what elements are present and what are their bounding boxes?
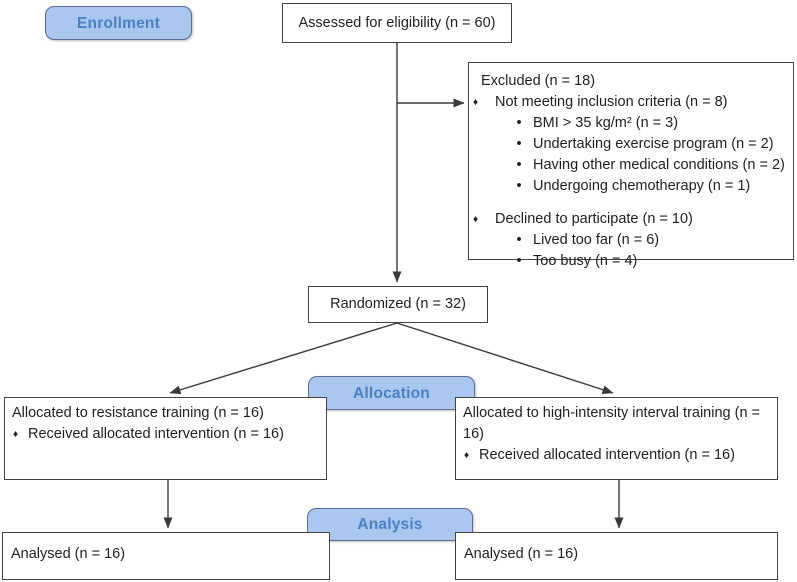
dot-bullet-icon: • xyxy=(516,115,522,131)
excluded-reason-text: Not meeting inclusion criteria (n = 8) xyxy=(495,94,728,110)
excluded-title: Excluded (n = 18) xyxy=(481,73,596,89)
excluded-reason: ♦ Declined to participate (n = 10) xyxy=(469,209,787,230)
assessed-text: Assessed for eligibility (n = 60) xyxy=(298,14,496,31)
diamond-bullet-icon: ♦ xyxy=(473,97,479,108)
excluded-sub-reason: • Undergoing chemotherapy (n = 1) xyxy=(469,176,787,197)
analysed-left-text: Analysed (n = 16) xyxy=(11,546,126,562)
dot-bullet-icon: • xyxy=(516,232,522,248)
excluded-sub-reason-text: Undertaking exercise program (n = 2) xyxy=(533,136,774,152)
excluded-sub-reason: • Too busy (n = 4) xyxy=(469,251,787,272)
excluded-sub-reason-text: Too busy (n = 4) xyxy=(533,253,638,269)
assessed-box: Assessed for eligibility (n = 60) xyxy=(282,3,512,43)
analysed-right-text: Analysed (n = 16) xyxy=(464,546,579,562)
excluded-sub-reason: • BMI > 35 kg/m² (n = 3) xyxy=(469,113,787,134)
stage-badge-enrollment: Enrollment xyxy=(45,6,192,40)
arrow-randomized-to-left-allocation xyxy=(169,322,398,395)
stage-badge-analysis: Analysis xyxy=(307,508,473,541)
dot-bullet-icon: • xyxy=(516,253,522,269)
allocation-left-box: Allocated to resistance training (n = 16… xyxy=(4,397,327,480)
excluded-reason: ♦ Not meeting inclusion criteria (n = 8) xyxy=(469,92,787,113)
allocation-left-title: Allocated to resistance training (n = 16… xyxy=(12,405,264,421)
allocation-right-box: Allocated to high-intensity interval tra… xyxy=(455,397,778,480)
diamond-bullet-icon: ♦ xyxy=(464,450,470,461)
arrow-randomized-to-right-allocation xyxy=(396,322,614,395)
stage-badge-analysis-label: Analysis xyxy=(357,516,423,533)
excluded-sub-reason: • Having other medical conditions (n = 2… xyxy=(469,155,787,176)
excluded-box: Excluded (n = 18) ♦ Not meeting inclusio… xyxy=(468,62,794,269)
dot-bullet-icon: • xyxy=(516,136,522,152)
excluded-reason-text: Declined to participate (n = 10) xyxy=(495,211,693,227)
dot-bullet-icon: • xyxy=(516,178,522,194)
analysed-left-box: Analysed (n = 16) xyxy=(2,532,330,580)
allocation-left-detail: ♦ Received allocated intervention (n = 1… xyxy=(12,424,323,445)
diamond-bullet-icon: ♦ xyxy=(473,214,479,225)
excluded-sub-reason: • Undertaking exercise program (n = 2) xyxy=(469,134,787,155)
randomized-box: Randomized (n = 32) xyxy=(308,286,488,323)
allocation-left-detail-text: Received allocated intervention (n = 16) xyxy=(28,426,284,442)
excluded-sub-reason-text: BMI > 35 kg/m² (n = 3) xyxy=(533,115,679,131)
diamond-bullet-icon: ♦ xyxy=(13,429,19,440)
analysed-right-box: Analysed (n = 16) xyxy=(455,532,778,580)
allocation-right-title: Allocated to high-intensity interval tra… xyxy=(463,405,761,442)
excluded-sub-reason-text: Undergoing chemotherapy (n = 1) xyxy=(533,178,751,194)
dot-bullet-icon: • xyxy=(516,157,522,173)
excluded-sub-reason-text: Having other medical conditions (n = 2) xyxy=(533,157,785,173)
randomized-text: Randomized (n = 32) xyxy=(330,296,466,312)
allocation-right-detail: ♦ Received allocated intervention (n = 1… xyxy=(463,445,774,466)
stage-badge-allocation: Allocation xyxy=(308,376,475,410)
excluded-sub-reason-text: Lived too far (n = 6) xyxy=(533,232,660,248)
stage-badge-enrollment-label: Enrollment xyxy=(77,14,160,32)
excluded-sub-reason: • Lived too far (n = 6) xyxy=(469,230,787,251)
stage-badge-allocation-label: Allocation xyxy=(353,384,430,402)
allocation-right-detail-text: Received allocated intervention (n = 16) xyxy=(479,447,735,463)
